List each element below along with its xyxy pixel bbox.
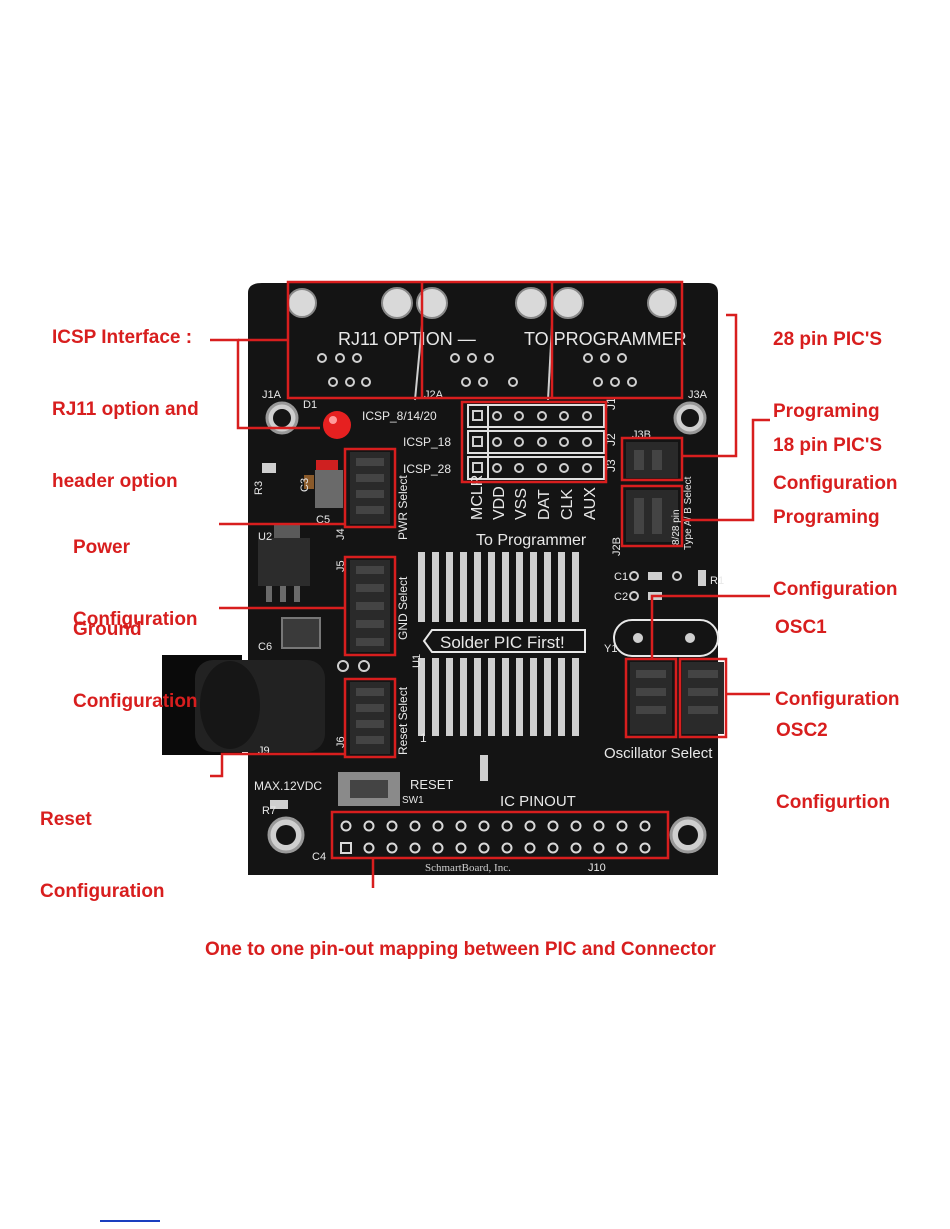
j1-label: J1 bbox=[604, 397, 618, 410]
reset-label: RESET bbox=[410, 777, 453, 792]
rj11-pads bbox=[317, 353, 637, 387]
solder-banner bbox=[422, 629, 586, 653]
maker-label: SchmartBoard, Inc. bbox=[425, 862, 511, 874]
c3-label: C3 bbox=[299, 478, 311, 492]
callout-18pin: 18 pin PIC'S Programing Configuration bbox=[773, 435, 898, 600]
pwr-select-label: PWR Select bbox=[396, 475, 410, 540]
callout-ground: Ground Configuration bbox=[73, 619, 198, 712]
j2-label: J2 bbox=[604, 433, 618, 446]
j4-label: J4 bbox=[335, 528, 347, 540]
callout-28pin: 28 pin PIC'S Programing Configuration bbox=[773, 329, 898, 494]
callout-power: Power Configuration bbox=[73, 537, 198, 630]
pin-clk: CLK bbox=[559, 489, 576, 520]
to-programmer-top-label: TO PROGRAMMER bbox=[524, 329, 687, 349]
smd-components bbox=[258, 460, 343, 809]
pin-vss: VSS bbox=[513, 488, 530, 520]
j3-label: J3 bbox=[604, 459, 618, 472]
reset-switch-sw1 bbox=[338, 772, 400, 806]
pin-dat: DAT bbox=[536, 489, 553, 520]
annotation-boxes bbox=[286, 280, 728, 860]
type-select-label: Type A/ B Select bbox=[683, 476, 694, 550]
smd-resistor bbox=[480, 755, 488, 781]
callout-reset: Reset Configuration bbox=[40, 809, 165, 902]
j6-label: J6 bbox=[335, 736, 347, 748]
r7-label: R7 bbox=[262, 805, 276, 817]
footer-underline bbox=[100, 1220, 160, 1222]
box-osc2 bbox=[678, 657, 728, 739]
callout-icsp: ICSP Interface : RJ11 option and header … bbox=[52, 327, 199, 492]
icsp-18-label: ICSP_18 bbox=[403, 435, 451, 449]
j1a-label: J1A bbox=[262, 389, 282, 401]
rj11-option-label: RJ11 OPTION — bbox=[338, 329, 476, 349]
box-icsp-headers bbox=[460, 400, 608, 484]
j10-label: J10 bbox=[588, 862, 606, 874]
osc-select-headers bbox=[630, 662, 724, 734]
reset-select-label: Reset Select bbox=[396, 686, 410, 755]
c4-label: C4 bbox=[312, 851, 326, 863]
pin-vdd: VDD bbox=[491, 486, 508, 520]
dc-jack bbox=[162, 655, 325, 755]
pin1-label: 1 bbox=[420, 731, 427, 745]
pwr-select-header bbox=[350, 452, 390, 524]
c1-label: C1 bbox=[614, 571, 628, 583]
jack-pads bbox=[337, 660, 370, 672]
ic-pinout-label: IC PINOUT bbox=[500, 793, 576, 810]
u1-label: U1 bbox=[411, 654, 423, 668]
box-18pin bbox=[620, 484, 684, 548]
leader-lines bbox=[210, 313, 770, 888]
gnd-select-label: GND Select bbox=[396, 576, 410, 640]
j5-label: J5 bbox=[335, 560, 347, 572]
u2-label: U2 bbox=[258, 531, 272, 543]
d1-label: D1 bbox=[303, 399, 317, 411]
led-d1 bbox=[323, 411, 351, 439]
sw1-label: SW1 bbox=[402, 795, 424, 806]
icsp-8-label: ICSP_8/14/20 bbox=[362, 409, 437, 423]
j9-label: J9 bbox=[258, 745, 270, 757]
to-programmer-label: To Programmer bbox=[476, 532, 587, 549]
box-reset bbox=[343, 677, 397, 759]
c2-label: C2 bbox=[614, 591, 628, 603]
callout-osc1: OSC1 Configuration bbox=[775, 617, 900, 710]
j2b-header bbox=[626, 490, 678, 542]
y1-label: Y1 bbox=[604, 643, 617, 655]
callout-osc2: OSC2 Configurtion bbox=[776, 720, 890, 813]
pin-aux: AUX bbox=[582, 487, 599, 520]
gnd-select-header bbox=[350, 560, 390, 652]
box-28pin bbox=[620, 436, 684, 482]
icsp-headers bbox=[467, 404, 605, 480]
j2b-label: J2B bbox=[611, 537, 623, 556]
pic-8-28-label: 8/28 pin bbox=[671, 509, 682, 545]
icsp-28-label: ICSP_28 bbox=[403, 462, 451, 476]
crystal-y1 bbox=[613, 619, 719, 657]
box-pwr bbox=[343, 447, 397, 529]
solder-pic-label: Solder PIC First! bbox=[440, 633, 565, 652]
ic-footprint bbox=[418, 552, 579, 736]
ic-pinout-pins bbox=[340, 820, 651, 854]
j3a-label: J3A bbox=[688, 389, 708, 401]
rj11-mount-holes bbox=[287, 287, 677, 319]
j3b-header bbox=[626, 442, 678, 478]
osc-select-label: Oscillator Select bbox=[604, 745, 713, 762]
max12-label: MAX.12VDC bbox=[254, 779, 322, 793]
callout-pinout: One to one pin-out mapping between PIC a… bbox=[205, 939, 716, 960]
pin-mclr: MCLR bbox=[469, 475, 486, 520]
reset-select-header bbox=[350, 682, 390, 754]
icsp-pins bbox=[472, 410, 592, 473]
box-ic-pinout bbox=[330, 810, 670, 860]
r1-label: R1 bbox=[710, 575, 724, 587]
c6-label: C6 bbox=[258, 641, 272, 653]
r3-label: R3 bbox=[253, 481, 265, 495]
box-gnd bbox=[343, 555, 397, 657]
